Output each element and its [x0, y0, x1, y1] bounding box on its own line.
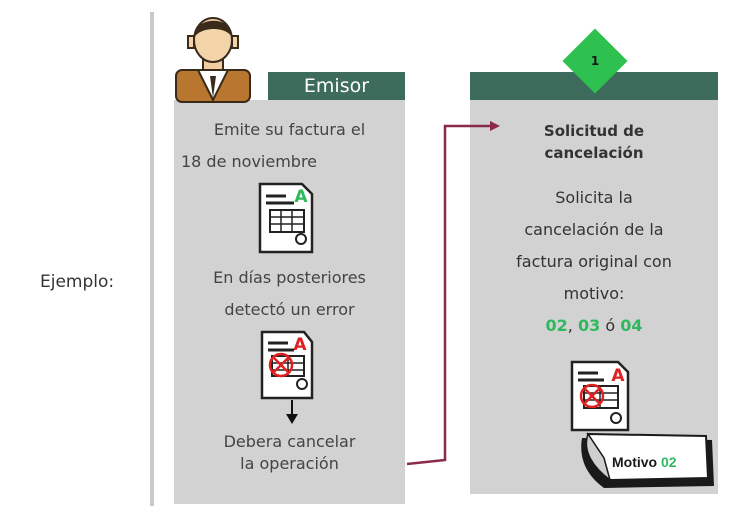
code-sep-2: ó: [600, 316, 621, 335]
emisor-text-2: 18 de noviembre: [180, 152, 318, 171]
emisor-text-1: Emite su factura el: [213, 120, 366, 139]
step-text-1: Solicita la: [555, 188, 633, 207]
document-icon: A: [258, 182, 314, 254]
svg-text:A: A: [293, 335, 307, 355]
example-label: Ejemplo:: [40, 272, 115, 292]
divider-line: [150, 12, 154, 506]
document-error-icon-step: A: [570, 360, 630, 432]
emisor-text-6: la operación: [240, 454, 339, 473]
step-text-3: factura original con: [516, 252, 672, 271]
motivo-code: 02: [661, 454, 677, 470]
motivo-tag-text: Motivo 02: [612, 454, 677, 470]
emisor-text-3: En días posteriores: [213, 268, 366, 287]
step-title-1: Solicitud de: [543, 122, 645, 140]
code-02: 02: [545, 316, 568, 335]
person-icon: [175, 17, 251, 103]
step-text-2: cancelación de la: [524, 220, 664, 239]
code-sep-1: ,: [567, 316, 578, 335]
motivo-label: Motivo: [612, 454, 658, 470]
svg-text:A: A: [611, 366, 625, 386]
step-text-4: motivo:: [563, 284, 625, 303]
emisor-text-5: Debera cancelar: [223, 432, 356, 451]
emisor-text-4: detectó un error: [224, 300, 355, 319]
code-03: 03: [577, 316, 601, 335]
document-error-icon: A: [260, 330, 314, 400]
connector-arrow: [406, 121, 500, 466]
code-04: 04: [620, 316, 643, 335]
arrow-down-icon: [286, 400, 298, 424]
step-codes: 02, 03 ó 04: [470, 316, 718, 335]
emisor-panel: [174, 100, 405, 504]
motivo-tag: [581, 432, 714, 488]
svg-text:A: A: [294, 187, 308, 207]
step-title-2: cancelación: [544, 144, 644, 162]
emisor-header: Emisor: [268, 72, 405, 100]
step-number: 1: [590, 54, 600, 68]
